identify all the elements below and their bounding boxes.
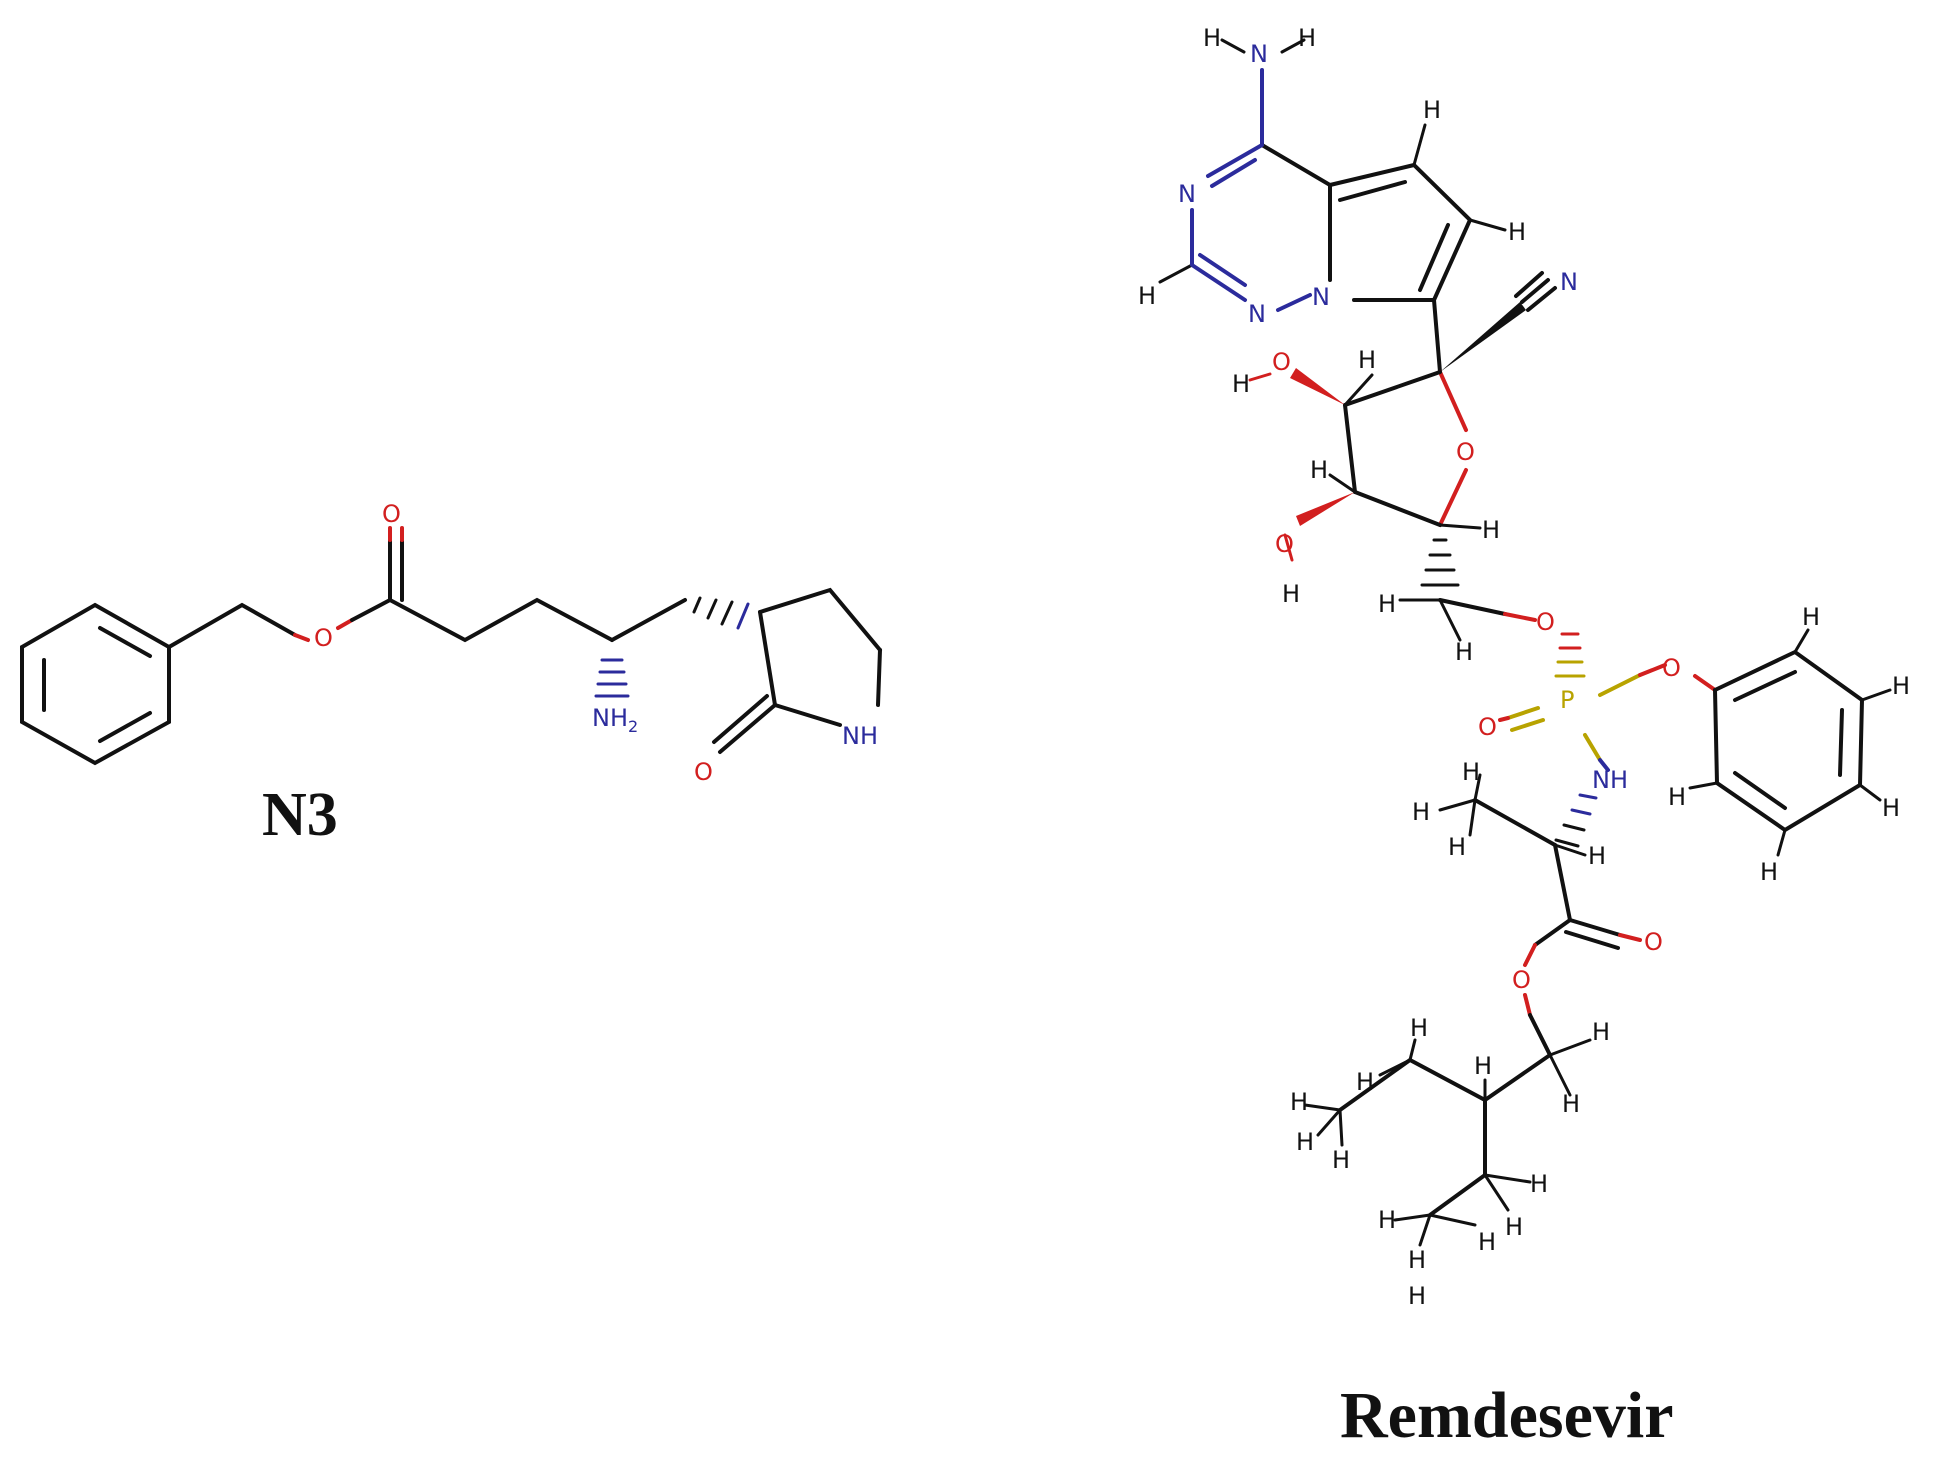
rem-hashed-wedge-c5	[1420, 538, 1460, 587]
rem-atom-1: H	[1203, 24, 1221, 52]
rem-atom-27: H	[1892, 672, 1910, 700]
rem-atom-26: H	[1802, 603, 1820, 631]
n3-caption: N3	[262, 781, 338, 849]
rem-atom-33: H	[1882, 794, 1900, 822]
rem-atom-19: H	[1378, 590, 1396, 618]
remdesevir-bonds	[1158, 38, 1892, 1247]
rem-atom-12: O	[1272, 348, 1291, 376]
rem-triazine-n1	[1206, 143, 1264, 178]
rem-atom-29: H	[1412, 798, 1430, 826]
remdesevir-caption: Remdesevir	[1340, 1379, 1674, 1452]
rem-hashed-wedge-p	[1554, 632, 1586, 678]
rem-atom-21: H	[1455, 638, 1473, 666]
n3-main-chain	[350, 597, 614, 643]
rem-atom-10: N	[1560, 268, 1578, 296]
rem-atom-31: H	[1668, 783, 1686, 811]
rem-atom-25: NH	[1592, 766, 1628, 794]
rem-atom-8: N	[1248, 300, 1266, 328]
n3-ch2-link	[610, 598, 687, 642]
n3-amine: NH2	[592, 704, 638, 736]
n3-ester-o-bond-1	[293, 633, 310, 642]
n3-bonds	[20, 526, 882, 766]
n3-carbonyl-oxygen: O	[382, 500, 401, 528]
rem-atom-16: O	[1275, 530, 1294, 558]
rem-cyano-wedge	[1440, 302, 1526, 372]
rem-atom-39: H	[1356, 1068, 1374, 1096]
rem-atom-37: H	[1592, 1018, 1610, 1046]
rem-alpha-carbonyl	[1553, 843, 1572, 922]
rem-atom-43: H	[1296, 1128, 1314, 1156]
rem-atom-48: H	[1408, 1246, 1426, 1274]
rem-alpha-methyl	[1473, 798, 1557, 847]
rem-atom-13: H	[1358, 346, 1376, 374]
rem-atom-20: O	[1536, 608, 1555, 636]
remdesevir-atom-labels: H N H H N H H N N N H O H O H O H H H O …	[1138, 24, 1910, 1310]
rem-atom-18: H	[1282, 580, 1300, 608]
rem-c1-link	[1432, 298, 1442, 374]
rem-atom-40: H	[1410, 1014, 1428, 1042]
rem-alkyl-chain-b	[1428, 1098, 1487, 1217]
n3-hashed-wedge-ring	[692, 596, 750, 630]
rem-oh-wedge-1	[1290, 368, 1345, 405]
n3-ring-left	[758, 610, 777, 707]
n3-lactam-co-2	[712, 694, 769, 744]
n3-benzyl-chain	[167, 602, 297, 649]
n3-ester-oxygen: O	[314, 624, 333, 652]
n3-ring-bottom	[773, 703, 842, 727]
rem-c1-c2	[1343, 370, 1442, 407]
rem-atom-46: H	[1505, 1213, 1523, 1241]
n3-ring-right	[876, 648, 882, 707]
n3-benzene-double-2	[98, 626, 152, 658]
rem-atom-44: H	[1332, 1146, 1350, 1174]
rem-atom-2: N	[1250, 40, 1268, 68]
rem-atom-49: H	[1478, 1228, 1496, 1256]
rem-atom-42: H	[1290, 1088, 1308, 1116]
rem-c5-o	[1438, 598, 1507, 616]
n3-amine-subscript: 2	[628, 717, 638, 736]
n3-lactam-nh: NH	[842, 722, 878, 750]
rem-atom-32: H	[1448, 833, 1466, 861]
n3-hashed-wedge-amine	[594, 658, 630, 698]
n3-ring-top	[758, 587, 882, 652]
n3-benzene-double-3	[98, 711, 152, 743]
rem-atom-30: H	[1588, 842, 1606, 870]
rem-atom-6: H	[1508, 218, 1526, 246]
n3-amine-nh: NH	[592, 704, 628, 732]
rem-atom-11: H	[1232, 370, 1250, 398]
rem-hashed-wedge-n	[1554, 793, 1598, 848]
rem-atom-50: H	[1408, 1282, 1426, 1310]
rem-atom-4: H	[1423, 96, 1441, 124]
rem-atom-41: H	[1562, 1090, 1580, 1118]
rem-atom-3: H	[1298, 24, 1316, 52]
rem-atom-9: N	[1312, 283, 1330, 311]
rem-atom-7: H	[1138, 282, 1156, 310]
rem-c3-c4	[1353, 490, 1442, 527]
rem-atom-38: H	[1474, 1052, 1492, 1080]
rem-atom-17: H	[1482, 516, 1500, 544]
n3-lactam-oxygen: O	[694, 758, 713, 786]
n3-structure: O O NH O NH2	[20, 500, 882, 786]
rem-atom-24: O	[1662, 654, 1681, 682]
rem-atom-23: O	[1478, 713, 1497, 741]
rem-atom-28: H	[1462, 758, 1480, 786]
rem-atom-35: O	[1512, 966, 1531, 994]
rem-atom-14: O	[1456, 438, 1475, 466]
rem-atom-22: P	[1560, 686, 1574, 714]
rem-atom-47: H	[1378, 1206, 1396, 1234]
rem-atom-5: N	[1178, 180, 1196, 208]
rem-triazine-right	[1260, 143, 1332, 282]
rem-atom-45: H	[1530, 1170, 1548, 1198]
rem-atom-34: O	[1644, 928, 1663, 956]
rem-atom-36: H	[1760, 858, 1778, 886]
n3-ester-o-bond-2	[336, 618, 354, 630]
remdesevir-structure: H N H H N H H N N N H O H O H O H H H O …	[1138, 24, 1910, 1310]
rem-oh-wedge-2	[1296, 492, 1355, 526]
rem-atom-15: H	[1310, 456, 1328, 484]
rem-c2-c3	[1343, 403, 1357, 494]
n3-lactam-co	[718, 703, 777, 754]
